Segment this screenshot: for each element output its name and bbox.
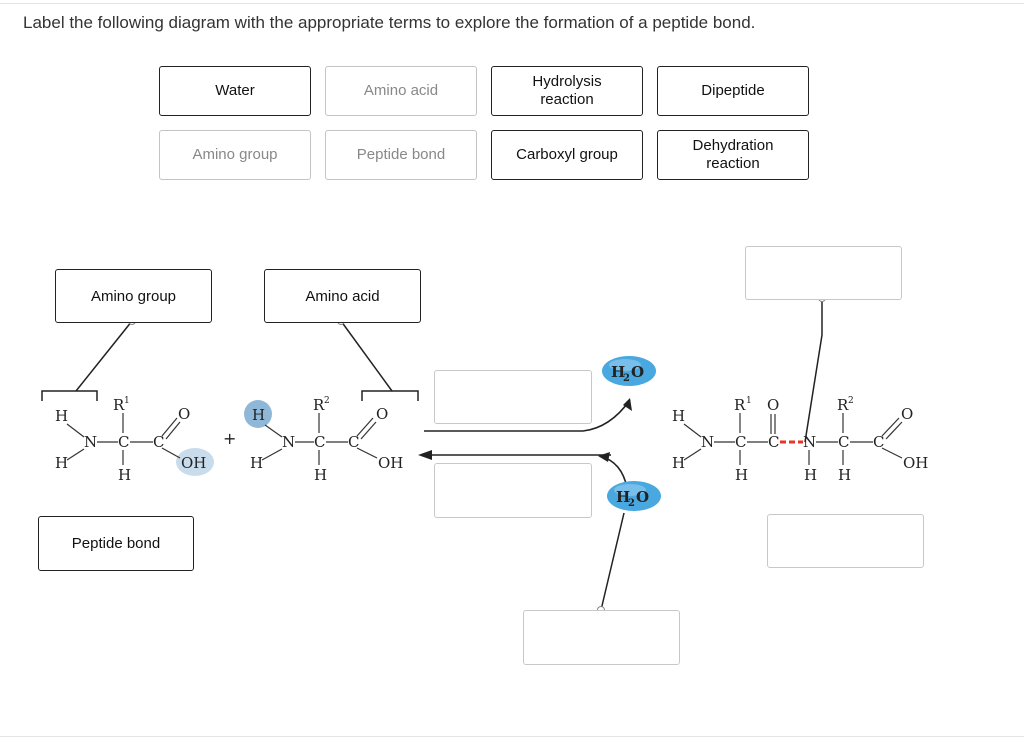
bank-label-hydrolysis-reaction[interactable]: Hydrolysis reaction bbox=[491, 66, 643, 116]
target-amino-acid[interactable]: Amino acid bbox=[264, 269, 421, 323]
svg-text:C: C bbox=[768, 433, 779, 451]
dipeptide: H H N C R 1 H C O N H C R 2 H C O OH bbox=[672, 396, 928, 484]
target-peptide-bond[interactable]: Peptide bond bbox=[38, 516, 194, 571]
svg-text:N: N bbox=[84, 433, 97, 451]
target-top-right-empty[interactable] bbox=[745, 246, 902, 300]
svg-text:1: 1 bbox=[124, 396, 130, 406]
bank-label-dipeptide[interactable]: Dipeptide bbox=[657, 66, 809, 116]
svg-text:H: H bbox=[314, 466, 327, 484]
bank-label-water[interactable]: Water bbox=[159, 66, 311, 116]
reverse-arrowhead bbox=[418, 450, 432, 460]
svg-text:2: 2 bbox=[628, 498, 635, 509]
svg-text:OH: OH bbox=[903, 454, 928, 472]
svg-text:OH: OH bbox=[378, 454, 403, 472]
svg-text:OH: OH bbox=[181, 454, 206, 472]
target-amino-group[interactable]: Amino group bbox=[55, 269, 212, 323]
svg-text:O: O bbox=[178, 405, 190, 423]
svg-text:H: H bbox=[838, 466, 851, 484]
water-bottom: H 2 O bbox=[607, 481, 661, 511]
bracket-amino-group bbox=[41, 390, 98, 401]
svg-text:H: H bbox=[55, 407, 68, 425]
svg-text:O: O bbox=[376, 405, 388, 423]
svg-text:O: O bbox=[636, 488, 649, 506]
top-divider bbox=[0, 3, 1024, 4]
svg-text:H: H bbox=[55, 454, 68, 472]
svg-text:C: C bbox=[314, 433, 325, 451]
forward-arrowhead bbox=[623, 398, 632, 411]
target-reverse-reaction-empty[interactable] bbox=[434, 463, 592, 518]
svg-text:C: C bbox=[873, 433, 884, 451]
bottom-divider bbox=[0, 736, 1024, 737]
target-water-empty[interactable] bbox=[523, 610, 680, 665]
svg-text:C: C bbox=[735, 433, 746, 451]
plus-sign: + bbox=[223, 429, 236, 448]
bank-label-dehydration-reaction[interactable]: Dehydration reaction bbox=[657, 130, 809, 180]
bank-label-peptide-bond[interactable]: Peptide bond bbox=[325, 130, 477, 180]
oh-highlight-1 bbox=[176, 448, 214, 476]
amino-acid-1: R 1 H H N C H C O OH bbox=[55, 396, 214, 484]
svg-text:O: O bbox=[901, 405, 913, 423]
r1-label: R bbox=[113, 396, 125, 414]
leader-line-top-right-b bbox=[804, 334, 823, 443]
leader-line-amino-acid bbox=[340, 320, 393, 392]
svg-text:H: H bbox=[250, 454, 263, 472]
svg-text:2: 2 bbox=[848, 396, 854, 406]
svg-text:H: H bbox=[118, 466, 131, 484]
bracket-amino-acid bbox=[361, 390, 419, 401]
amino-acid-2: H H N C R 2 H C O OH bbox=[244, 396, 403, 484]
svg-text:N: N bbox=[282, 433, 295, 451]
svg-text:C: C bbox=[838, 433, 849, 451]
svg-text:N: N bbox=[803, 433, 816, 451]
svg-text:H: H bbox=[672, 407, 685, 425]
svg-text:H: H bbox=[735, 466, 748, 484]
target-bottom-right-empty[interactable] bbox=[767, 514, 924, 568]
svg-text:O: O bbox=[767, 396, 779, 414]
svg-text:R: R bbox=[313, 396, 325, 414]
h-highlight bbox=[244, 400, 272, 428]
svg-text:H: H bbox=[252, 406, 265, 424]
svg-text:1: 1 bbox=[746, 396, 752, 406]
svg-text:H: H bbox=[611, 363, 625, 381]
leader-line-amino-group bbox=[75, 320, 133, 392]
bank-label-amino-acid[interactable]: Amino acid bbox=[325, 66, 477, 116]
svg-text:H: H bbox=[804, 466, 817, 484]
svg-text:C: C bbox=[348, 433, 359, 451]
target-forward-reaction-empty[interactable] bbox=[434, 370, 592, 424]
reverse-curve-arrowhead bbox=[598, 452, 610, 462]
bank-label-carboxyl-group[interactable]: Carboxyl group bbox=[491, 130, 643, 180]
svg-text:2: 2 bbox=[324, 396, 330, 406]
leader-line-bottom-water bbox=[600, 512, 625, 611]
svg-text:O: O bbox=[631, 363, 644, 381]
svg-text:R: R bbox=[837, 396, 849, 414]
svg-text:C: C bbox=[153, 433, 164, 451]
svg-text:2: 2 bbox=[623, 373, 630, 384]
svg-text:H: H bbox=[672, 454, 685, 472]
bank-label-amino-group[interactable]: Amino group bbox=[159, 130, 311, 180]
svg-text:H: H bbox=[616, 488, 630, 506]
svg-text:N: N bbox=[701, 433, 714, 451]
svg-text:R: R bbox=[734, 396, 746, 414]
svg-text:C: C bbox=[118, 433, 129, 451]
water-top: H 2 O bbox=[602, 356, 656, 386]
question-instruction: Label the following diagram with the app… bbox=[23, 13, 756, 32]
